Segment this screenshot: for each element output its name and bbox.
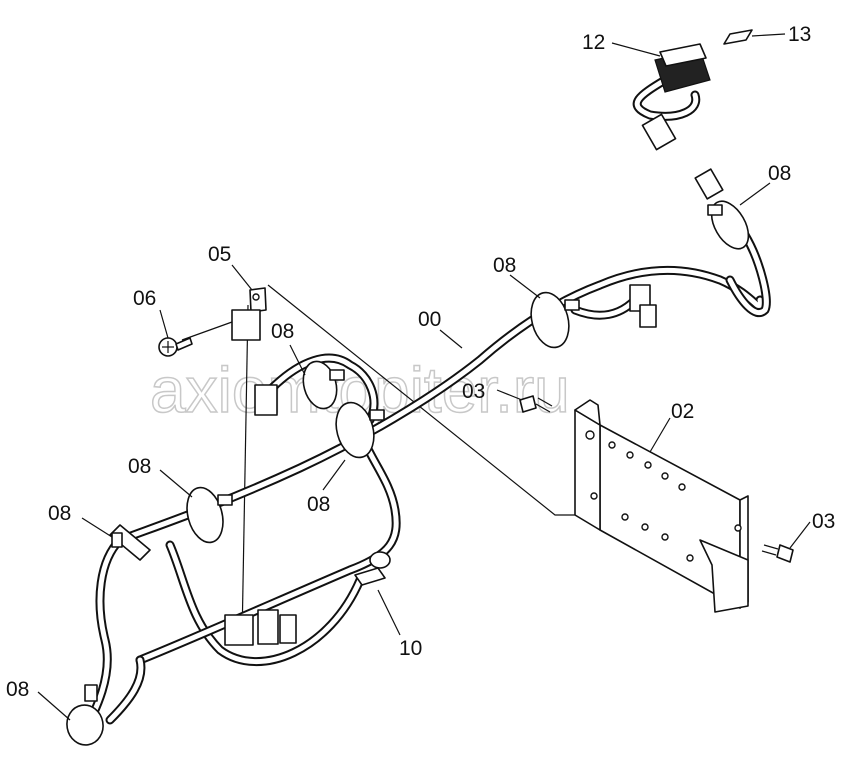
connectors [84,113,724,702]
label-05: 05 [208,243,231,266]
label-08-mid: 08 [307,493,330,516]
label-08-top-right: 08 [768,162,791,185]
bracket-plate [574,399,749,613]
label-08-center: 08 [493,254,516,277]
label-10: 10 [399,637,422,660]
label-00: 00 [418,308,441,331]
clamps [66,200,750,746]
label-08-left: 08 [128,455,151,478]
leader-lines [37,33,811,721]
label-08-relay: 08 [271,320,294,343]
bolts [519,395,794,563]
label-03-top: 03 [462,380,485,403]
label-02: 02 [671,400,694,423]
label-08-far-left: 08 [48,502,71,525]
label-13: 13 [788,23,811,46]
power-socket [654,29,753,93]
callout-labels: 00 02 03 03 05 06 08 08 08 08 08 08 08 1… [6,23,835,701]
label-03-right: 03 [812,510,835,533]
relay-assembly [158,287,267,357]
label-06: 06 [133,287,156,310]
band-clamp [354,551,391,586]
label-08-bottom-left: 08 [6,678,29,701]
label-12: 12 [582,31,605,54]
